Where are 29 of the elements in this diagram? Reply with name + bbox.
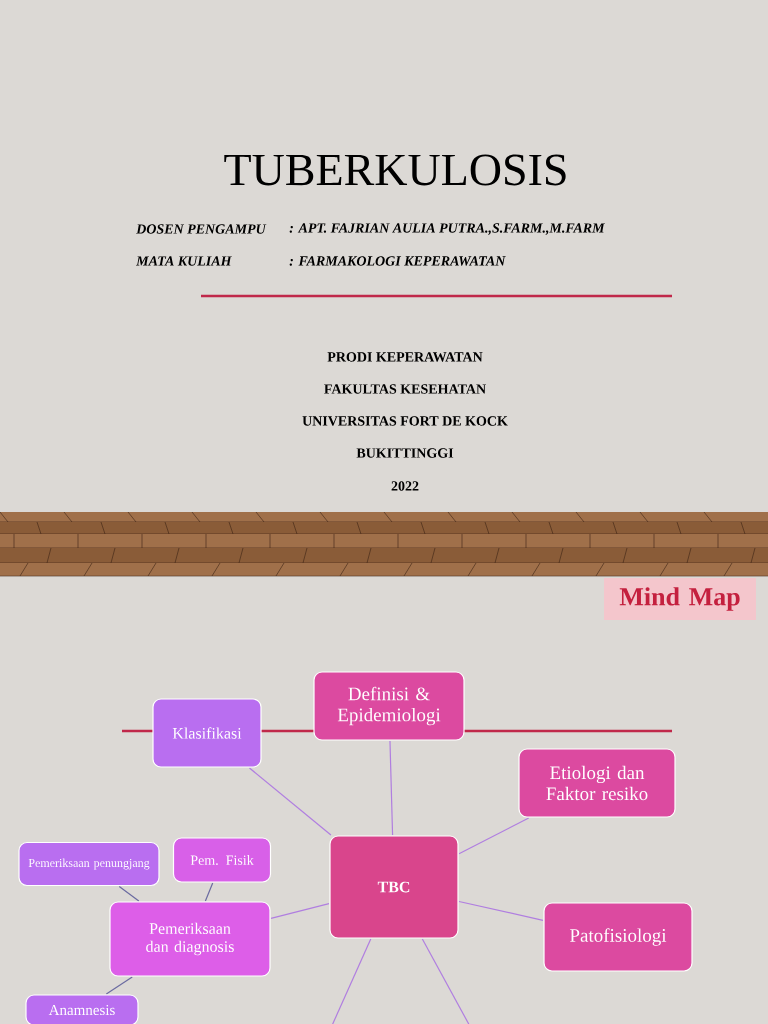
topic-box: Pemeriksaan dan diagnosis — [109, 901, 271, 977]
subtopic-box: Pem. Fisik — [172, 837, 272, 883]
subtopic-box: Pemeriksaan penungjang — [18, 841, 160, 887]
info-text: : APT. FAJRIAN AULIA PUTRA.,S.FARM.,M.FARM — [289, 223, 605, 235]
connector-line — [118, 885, 140, 902]
connector-line — [389, 740, 394, 836]
info-text: MATA KULIAH — [136, 256, 232, 266]
subtopic-box: Anamnesis — [25, 994, 139, 1024]
info-text: : FARMAKOLOGI KEPERAWATAN — [289, 256, 506, 266]
connector-line — [329, 938, 372, 1024]
topic-box: Definisi & Epidemiologi — [313, 671, 465, 741]
center-box: TBC — [329, 835, 459, 939]
info-text: PRODI KEPERAWATAN — [327, 352, 483, 362]
heading-box: Mind Map — [604, 578, 756, 620]
connector-line — [270, 902, 330, 919]
slide-title: TUBERKULOSIS — [224, 154, 566, 186]
connector-line — [248, 767, 332, 836]
topic-box: Klasifikasi — [152, 698, 262, 768]
connector-line — [458, 817, 530, 855]
connector-line — [204, 882, 214, 902]
info-text: DOSEN PENGAMPU — [136, 224, 267, 234]
info-text: 2022 — [391, 481, 419, 491]
topic-box: Etiologi dan Faktor resiko — [518, 748, 676, 818]
info-text: BUKITTINGGI — [356, 448, 454, 458]
topic-box: Patofisiologi — [543, 902, 693, 972]
connector-line — [458, 900, 544, 921]
info-text: FAKULTAS KESEHATAN — [324, 384, 486, 394]
info-text: UNIVERSITAS FORT DE KOCK — [302, 416, 508, 426]
connector-line — [105, 976, 133, 995]
